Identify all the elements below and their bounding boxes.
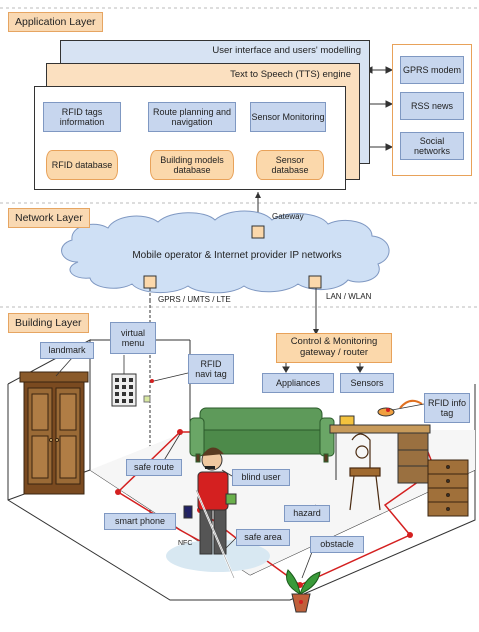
drawer-cabinet	[427, 459, 469, 517]
building-models-database: Building models database	[150, 150, 234, 180]
sensors-box: Sensors	[340, 373, 394, 393]
wardrobe-landmark	[19, 371, 89, 495]
gateway-node-left	[143, 275, 157, 289]
virtual-menu-label: virtual menu	[110, 322, 156, 354]
hazard-label: hazard	[284, 505, 330, 522]
ip-network-label: Mobile operator & Internet provider IP n…	[132, 250, 342, 261]
rfid-info-dot	[386, 408, 390, 412]
external-services-group	[392, 44, 472, 176]
ip-cloud	[61, 210, 390, 294]
rfid-navi-tag-label: RFID navi tag	[188, 354, 234, 384]
rfid-database: RFID database	[46, 150, 118, 180]
virtual-menu-panel	[111, 373, 137, 407]
smart-phone-label: smart phone	[104, 513, 176, 530]
module-sensor-monitoring: Sensor Monitoring	[250, 102, 326, 132]
gateway-to-devices	[282, 362, 364, 373]
rfid-navi-dot	[150, 379, 154, 383]
nfc-label: NFC	[178, 540, 193, 547]
module-rfid-tags: RFID tags information	[43, 102, 121, 132]
desk	[329, 399, 431, 484]
chair	[349, 433, 381, 511]
service-rss-news: RSS news	[400, 92, 464, 120]
blind-user-label: blind user	[232, 469, 290, 486]
application-layer-title: Application Layer	[8, 12, 103, 32]
rfid-info-tag-label: RFID info tag	[424, 393, 470, 423]
safe-route-label: safe route	[126, 459, 182, 476]
safe-area-label: safe area	[236, 529, 290, 546]
appliances-box: Appliances	[262, 373, 334, 393]
obstacle-label: obstacle	[310, 536, 364, 553]
gateway-node-right	[308, 275, 322, 289]
service-social-networks: Social networks	[400, 132, 464, 160]
service-gprs-modem: GPRS modem	[400, 56, 464, 84]
module-route-planning: Route planning and navigation	[148, 102, 236, 132]
network-layer-title: Network Layer	[8, 208, 90, 228]
blind-user-figure	[166, 447, 270, 579]
gateway-node-top	[251, 225, 265, 239]
control-monitoring-gateway: Control & Monitoring gateway / router	[276, 333, 392, 363]
landmark-label: landmark	[40, 342, 94, 359]
gprs-umts-lte-label: GPRS / UMTS / LTE	[158, 295, 231, 304]
gateway-label: Gateway	[272, 212, 304, 221]
potted-plant	[286, 569, 321, 613]
lan-wlan-label: LAN / WLAN	[326, 292, 372, 301]
ui-panel-label: User interface and users' modelling	[212, 45, 361, 56]
sofa	[189, 407, 335, 463]
sensor-database: Sensor database	[256, 150, 324, 180]
tts-panel-label: Text to Speech (TTS) engine	[230, 69, 351, 80]
building-layer-title: Building Layer	[8, 313, 89, 333]
